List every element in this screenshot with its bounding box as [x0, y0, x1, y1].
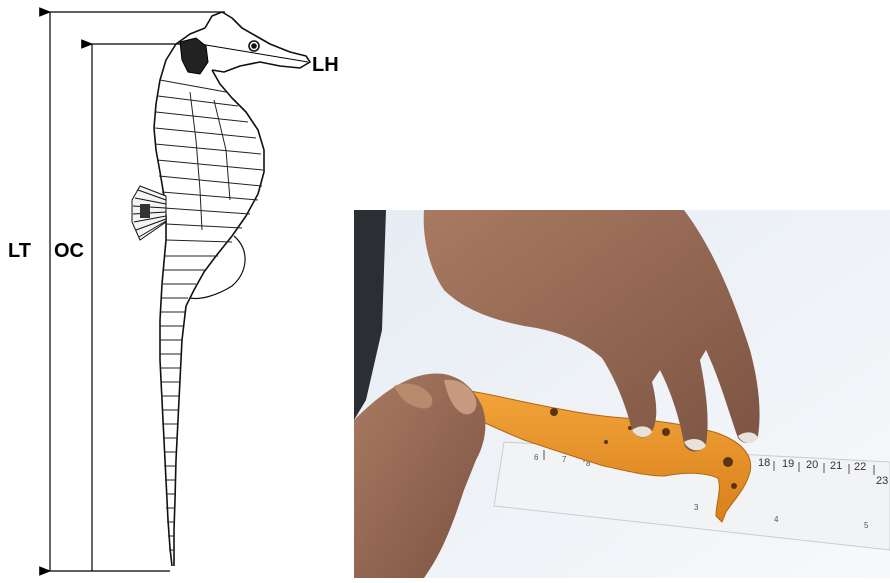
ruler-number: 23	[876, 475, 888, 487]
ruler-number: 21	[830, 460, 842, 472]
ruler-number: 20	[806, 459, 818, 471]
measurement-photo-image: 18 19 20 21 22 23 6 7 8 9 3 4 5	[354, 210, 890, 578]
seahorse-rings	[155, 80, 263, 550]
ruler-number: 7	[562, 455, 567, 464]
seahorse-drawing	[0, 0, 350, 578]
ruler-number: 3	[694, 503, 699, 512]
ruler-number: 4	[774, 515, 779, 524]
oc-label: OC	[54, 240, 84, 263]
ruler-number: 5	[864, 521, 869, 530]
seahorse-body	[154, 12, 310, 566]
lt-measurement-line	[50, 12, 225, 571]
gill-patch	[180, 38, 208, 74]
dorsal-fin	[132, 186, 166, 240]
ruler-number: 6	[534, 453, 539, 462]
ruler-number: 22	[854, 461, 866, 473]
ruler-number: 18	[758, 457, 770, 469]
ruler-number: 19	[782, 458, 794, 470]
lh-label: LH	[312, 54, 339, 77]
measurement-photo: 18 19 20 21 22 23 6 7 8 9 3 4 5	[354, 210, 890, 578]
lt-label: LT	[8, 240, 31, 263]
seahorse-measurement-diagram: LT OC LH	[0, 0, 350, 578]
